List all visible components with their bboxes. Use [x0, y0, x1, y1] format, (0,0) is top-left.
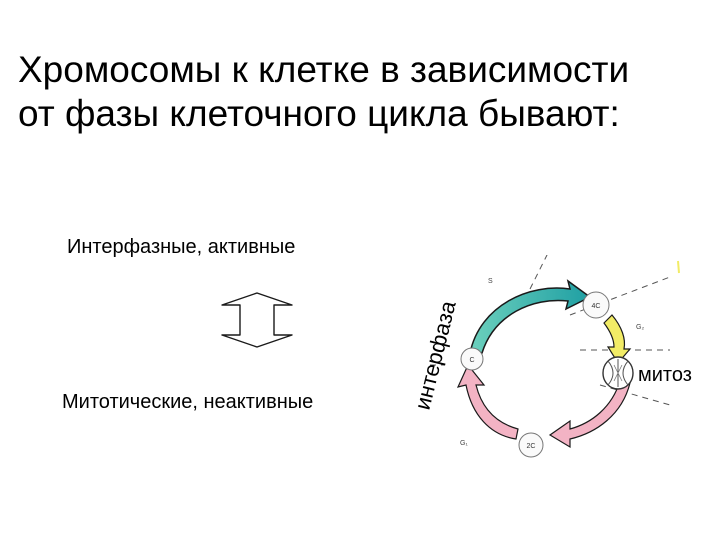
node-2c-label: 2C [527, 443, 536, 450]
label-interphase-active: Интерфазные, активные [67, 236, 296, 258]
interphase-label: интерфаза [410, 298, 461, 413]
yellow-tick [677, 260, 680, 274]
guide-line [529, 255, 548, 290]
node-c [460, 347, 484, 371]
title-line-1: Хромосомы к клетке в зависимости [18, 49, 630, 90]
node-4c-label: 4C [592, 303, 601, 310]
s-phase-arrow [469, 279, 592, 354]
g1-phase-arrow-left [456, 363, 519, 440]
mitosis-label: митоз [638, 364, 692, 386]
mitosis-cell-icon [602, 356, 634, 390]
title-line-2: от фазы клеточного цикла бывают: [18, 93, 620, 134]
slide-title: Хромосомы к клетке в зависимости от фазы… [18, 48, 708, 136]
node-2c [518, 432, 544, 458]
phase-g1-label: G₁ [460, 440, 468, 447]
g2-phase-arrow [603, 314, 632, 365]
node-c-label: C [469, 357, 474, 364]
node-4c [582, 291, 610, 319]
label-mitotic-inactive: Митотические, неактивные [62, 391, 314, 413]
cell-cycle-diagram: 4C C 2C S G₂ G₁ интерфаза митоз [410, 255, 692, 458]
phase-g2-label: G₂ [636, 324, 644, 331]
g1-phase-arrow [548, 380, 631, 449]
double-arrow-icon [221, 292, 293, 348]
phase-s-label: S [488, 278, 493, 285]
guide-line [569, 276, 671, 316]
